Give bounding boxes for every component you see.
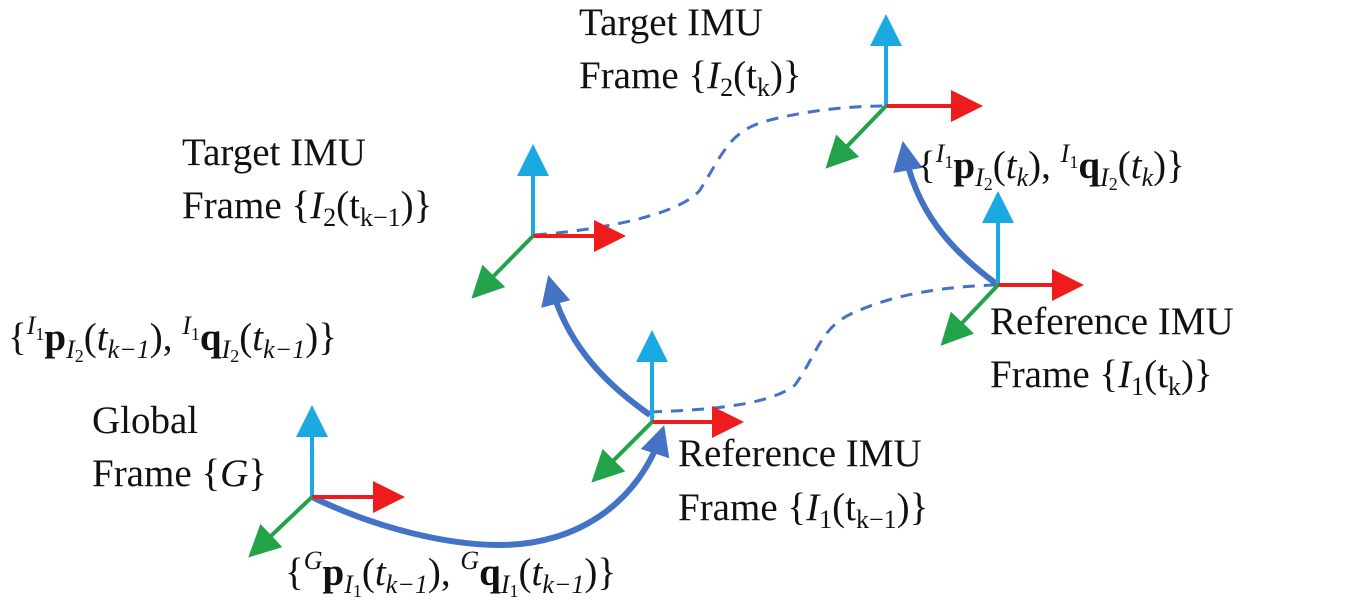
target-curr-label-line1: Target IMU [579, 1, 763, 44]
target-curr-frame-axes [825, 14, 983, 169]
global-label-line1: Global [92, 399, 198, 442]
target-curr-label-line2: Frame {I2(tk)} [579, 54, 802, 102]
transform-arrow-ref-prev-to-target-prev [541, 275, 652, 418]
target-curr-z-axis [825, 104, 888, 169]
transform-label-global-to-ref-prev: {GpI1(tk−1), GqI1(tk−1)} [285, 546, 616, 601]
target-prev-label-line2: Frame {I2(tk−1)} [182, 184, 432, 232]
global-label-line2: Frame {G} [92, 452, 267, 495]
reference-trajectory-dashed [649, 283, 999, 414]
transform-label-ref-prev-to-target-prev: {I1pI2(tk−1), I1qI2(tk−1)} [8, 311, 337, 366]
target-prev-label-line1: Target IMU [182, 131, 366, 174]
ref-curr-frame-axes [940, 191, 1084, 346]
transform-label-ref-curr-to-target-curr: {I1pI2(tk), I1qI2(tk)} [917, 139, 1185, 194]
ref-curr-z-axis [940, 283, 1000, 346]
ref-prev-z-axis [591, 420, 654, 483]
ref-curr-label-line2: Frame {I1(tk)} [990, 353, 1213, 401]
target-prev-frame-axes [471, 144, 626, 299]
target-trajectory-dashed [534, 104, 886, 237]
ref-prev-frame-axes [591, 330, 744, 483]
global-z-axis [248, 495, 314, 558]
ref-prev-label-line2: Frame {I1(tk−1)} [678, 486, 928, 534]
ref-prev-label-line1: Reference IMU [678, 432, 922, 475]
target-prev-z-axis [471, 234, 535, 299]
global-frame-axes [248, 405, 405, 558]
transform-arrow-global-to-ref-prev [310, 425, 670, 549]
transform-arrow-ref-curr-to-target-curr [893, 140, 1000, 288]
ref-curr-label-line1: Reference IMU [990, 300, 1234, 343]
